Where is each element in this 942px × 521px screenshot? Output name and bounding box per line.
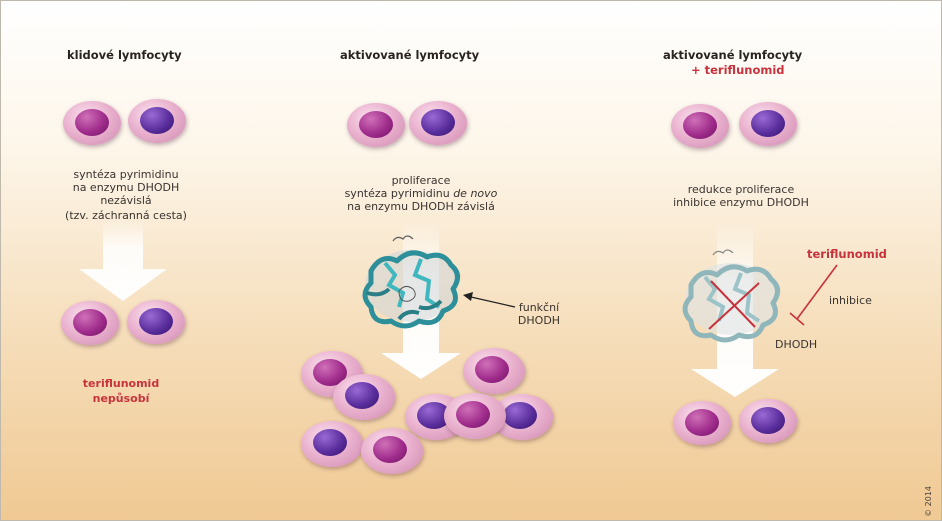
enzyme-label-2: DHODH	[517, 314, 561, 327]
activated-desc-2a: syntéza pyrimidinu	[344, 187, 454, 200]
activated-desc-1: proliferace	[391, 174, 451, 187]
nucleus	[683, 112, 717, 139]
proliferating-cell	[463, 348, 525, 394]
inhibited-dhodh-protein-icon	[682, 249, 780, 343]
nucleus	[373, 436, 407, 463]
treated-cell	[673, 401, 731, 445]
activated-cell	[409, 101, 467, 145]
treated-cell	[739, 399, 797, 443]
treated-desc-2: inhibice enzymu DHODH	[673, 196, 809, 209]
nucleus	[313, 429, 347, 456]
treated-cell	[671, 104, 729, 148]
resting-desc-1: syntéza pyrimidinu	[73, 168, 179, 181]
nucleus	[751, 407, 785, 434]
activated-desc-2b: de novo	[453, 187, 498, 200]
nucleus	[345, 382, 379, 409]
nucleus	[421, 109, 455, 136]
activated-title: aktivované lymfocyty	[340, 48, 480, 62]
resting-result-1: teriflunomid	[82, 377, 160, 390]
inhibition-line	[796, 264, 838, 320]
nucleus	[73, 309, 107, 336]
nucleus	[685, 409, 719, 436]
resting-cell	[128, 99, 186, 143]
activated-desc-2: syntéza pyrimidinu de novo	[316, 187, 526, 200]
nucleus	[140, 107, 174, 134]
resting-cell	[127, 300, 185, 344]
resting-cell	[63, 101, 121, 145]
resting-desc-4: (tzv. záchranná cesta)	[65, 209, 187, 222]
treated-enzyme-label: DHODH	[775, 338, 818, 351]
treated-drug-label: teriflunomid	[807, 247, 887, 261]
nucleus	[503, 402, 537, 429]
nucleus	[75, 109, 109, 136]
enzyme-label-1: funkční	[518, 301, 560, 314]
inhibition-label: inhibice	[829, 294, 872, 307]
down-arrow-resting	[79, 219, 167, 301]
resting-title: klidové lymfocyty	[67, 48, 182, 62]
nucleus	[475, 356, 509, 383]
treated-cell	[739, 102, 797, 146]
inhibition-bar	[789, 312, 805, 326]
activated-cell	[347, 103, 405, 147]
treated-desc-1: redukce proliferace	[687, 183, 795, 196]
nucleus	[751, 110, 785, 137]
nucleus	[139, 308, 173, 335]
cross-line-1	[710, 280, 756, 328]
resting-result-2: nepůsobí	[92, 392, 150, 405]
treated-title-drug: + teriflunomid	[691, 63, 785, 77]
cross-line-2	[708, 282, 760, 330]
proliferating-cell	[333, 374, 395, 420]
pointer-arrowhead	[463, 292, 473, 301]
activated-desc-3: na enzymu DHODH závislá	[347, 200, 495, 213]
proliferating-cell	[301, 421, 363, 467]
resting-desc-2: na enzymu DHODH	[72, 181, 180, 194]
pointer-line	[470, 296, 516, 308]
nucleus	[456, 401, 490, 428]
dhodh-protein-icon	[362, 235, 460, 329]
resting-desc-3: nezávislá	[100, 194, 152, 207]
treated-title: aktivované lymfocyty	[663, 48, 803, 62]
proliferating-cell	[361, 428, 423, 474]
copyright-signature: © 2014	[924, 486, 933, 517]
resting-cell	[61, 301, 119, 345]
proliferating-cell	[444, 393, 506, 439]
nucleus	[359, 111, 393, 138]
